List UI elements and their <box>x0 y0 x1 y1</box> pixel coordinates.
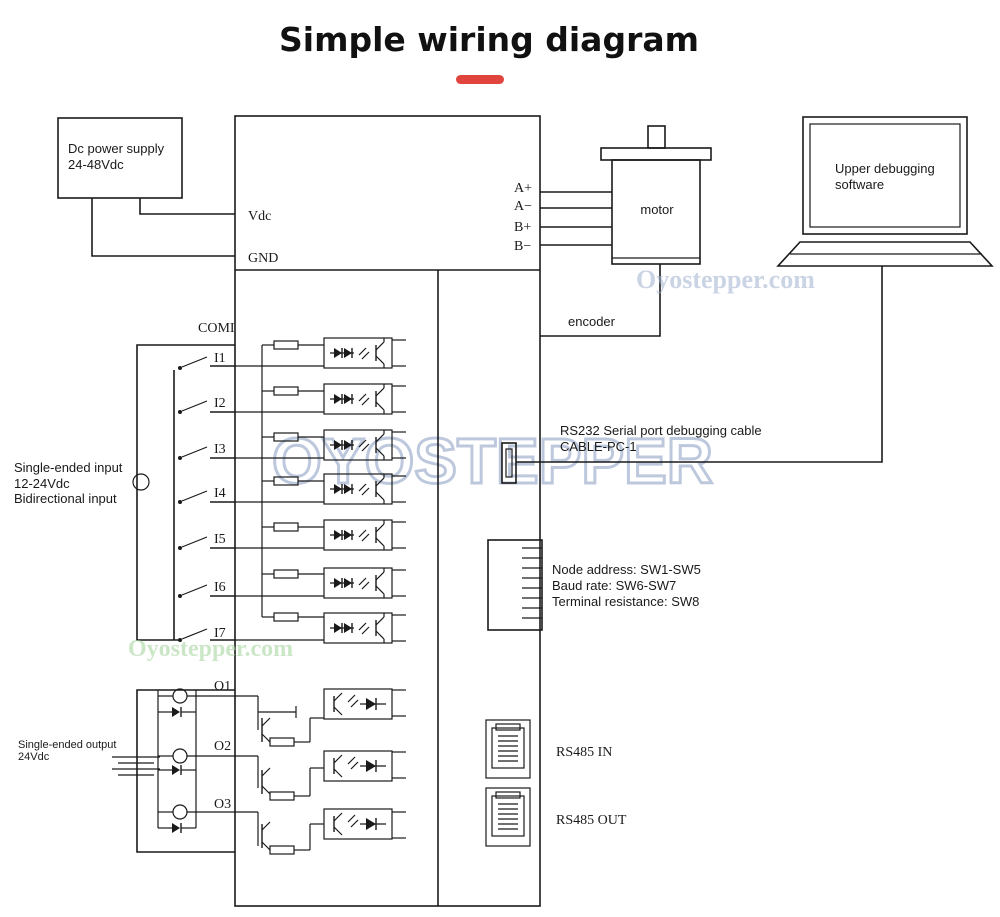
input-channel-i1: I1 <box>178 337 406 370</box>
output-voltage-label: 24Vdc <box>18 751 50 763</box>
input-label-i5: I5 <box>214 532 226 547</box>
output-circuits: Single-ended output 24Vdc O1 <box>18 679 406 855</box>
rs485-in-port: RS485 IN <box>485 719 612 779</box>
input-channel-i6: I6 <box>178 567 406 599</box>
input-supply-symbol <box>132 473 150 491</box>
driver: Vdc GND A+ A− B+ B− <box>234 115 541 907</box>
motor: motor encoder <box>540 125 712 337</box>
motor-pin-a-plus: A+ <box>514 181 532 196</box>
motor-pin-b-minus: B− <box>514 239 531 254</box>
comi-terminal: COMI <box>198 321 235 336</box>
dip-baud-rate: Baud rate: SW6-SW7 <box>552 578 676 593</box>
output-channel-o3: O3 <box>158 797 406 855</box>
title-accent-bar <box>456 75 504 84</box>
motor-label: motor <box>640 202 674 217</box>
input-label-i3: I3 <box>214 442 226 457</box>
motor-pin-a-minus: A− <box>514 199 532 214</box>
watermark-top: Oyostepper.com <box>636 265 815 294</box>
serial-cable-label: RS232 Serial port debugging cable <box>560 423 762 438</box>
input-voltage-label: 12-24Vdc <box>14 476 70 491</box>
watermark-bottom: Oyostepper.com <box>128 636 293 662</box>
input-type-label: Single-ended input <box>14 460 123 475</box>
output-supply-symbol <box>112 756 160 776</box>
power-supply-voltage: 24-48Vdc <box>68 157 124 172</box>
pc-label-line1: Upper debugging <box>835 161 935 176</box>
input-channel-i4: I4 <box>178 473 406 505</box>
input-label-i6: I6 <box>214 580 226 595</box>
input-channel-i5: I5 <box>178 519 406 551</box>
input-label-i1: I1 <box>214 351 226 366</box>
input-mode-label: Bidirectional input <box>14 491 117 506</box>
pc-label-line2: software <box>835 177 884 192</box>
output-channel-o1: O1 <box>158 679 406 747</box>
rs485-in-label: RS485 IN <box>556 745 612 760</box>
input-channel-i7: I7 <box>178 612 406 644</box>
input-label-i7: I7 <box>214 626 226 641</box>
output-type-label: Single-ended output <box>18 739 116 751</box>
serial-cable-model: CABLE-PC-1 <box>560 439 637 454</box>
rs232-port: RS232 Serial port debugging cable CABLE-… <box>501 423 762 484</box>
input-label-i2: I2 <box>214 396 226 411</box>
dip-switch: Node address: SW1-SW5 Baud rate: SW6-SW7… <box>487 539 701 631</box>
gnd-terminal: GND <box>248 251 278 266</box>
page-title: Simple wiring diagram <box>279 20 699 59</box>
vdc-terminal: Vdc <box>248 209 271 224</box>
input-channel-i3: I3 <box>178 429 406 461</box>
dip-terminal-resistance: Terminal resistance: SW8 <box>552 594 699 609</box>
power-supply: Dc power supply 24-48Vdc <box>57 117 235 257</box>
output-label-o1: O1 <box>214 679 231 694</box>
power-supply-title: Dc power supply <box>68 141 165 156</box>
input-circuits: COMI Single-ended input 12-24Vdc Bidirec… <box>14 321 406 644</box>
dip-node-address: Node address: SW1-SW5 <box>552 562 701 577</box>
rs485-out-port: RS485 OUT <box>485 787 627 847</box>
input-label-i4: I4 <box>214 486 226 501</box>
output-label-o2: O2 <box>214 739 231 754</box>
motor-pin-b-plus: B+ <box>514 220 531 235</box>
rs485-out-label: RS485 OUT <box>556 813 627 828</box>
output-label-o3: O3 <box>214 797 231 812</box>
encoder-label: encoder <box>568 314 616 329</box>
input-channel-i2: I2 <box>178 383 406 415</box>
output-channel-o2: O2 <box>158 739 406 801</box>
pc: Upper debugging software <box>516 116 994 463</box>
